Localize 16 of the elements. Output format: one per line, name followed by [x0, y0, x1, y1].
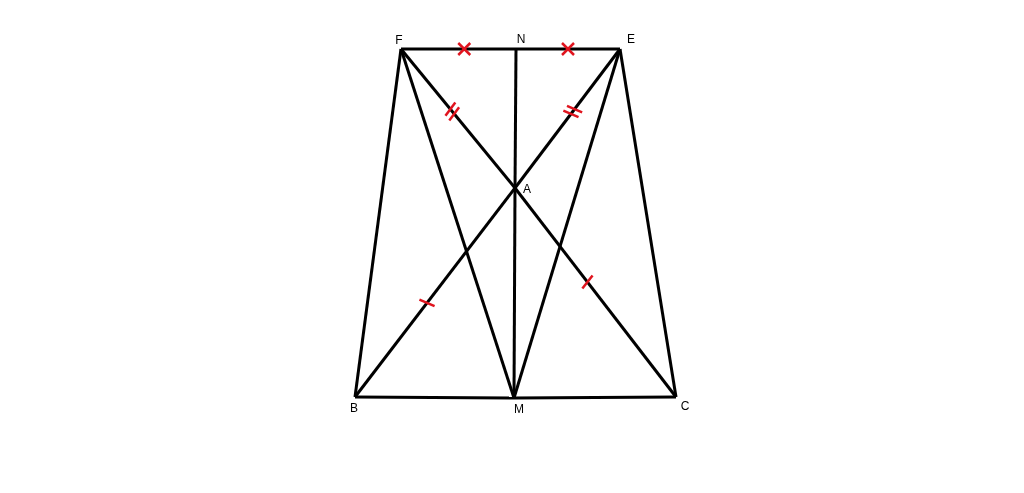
line-segment — [514, 395, 676, 400]
line-segment — [355, 395, 514, 400]
point-label: A — [517, 180, 537, 198]
line-segment — [401, 47, 516, 51]
point-label: B — [346, 399, 362, 417]
line-segment — [399, 48, 516, 399]
line-segment — [353, 48, 403, 398]
line-segment — [513, 49, 518, 188]
point-label: E — [623, 29, 639, 48]
line-segment — [516, 47, 620, 51]
line-segment — [618, 48, 678, 398]
point-label: C — [677, 397, 693, 414]
point-label: N — [513, 29, 529, 48]
point-label: F — [391, 31, 407, 49]
point-label: M — [511, 400, 527, 418]
line-segment — [512, 48, 622, 399]
